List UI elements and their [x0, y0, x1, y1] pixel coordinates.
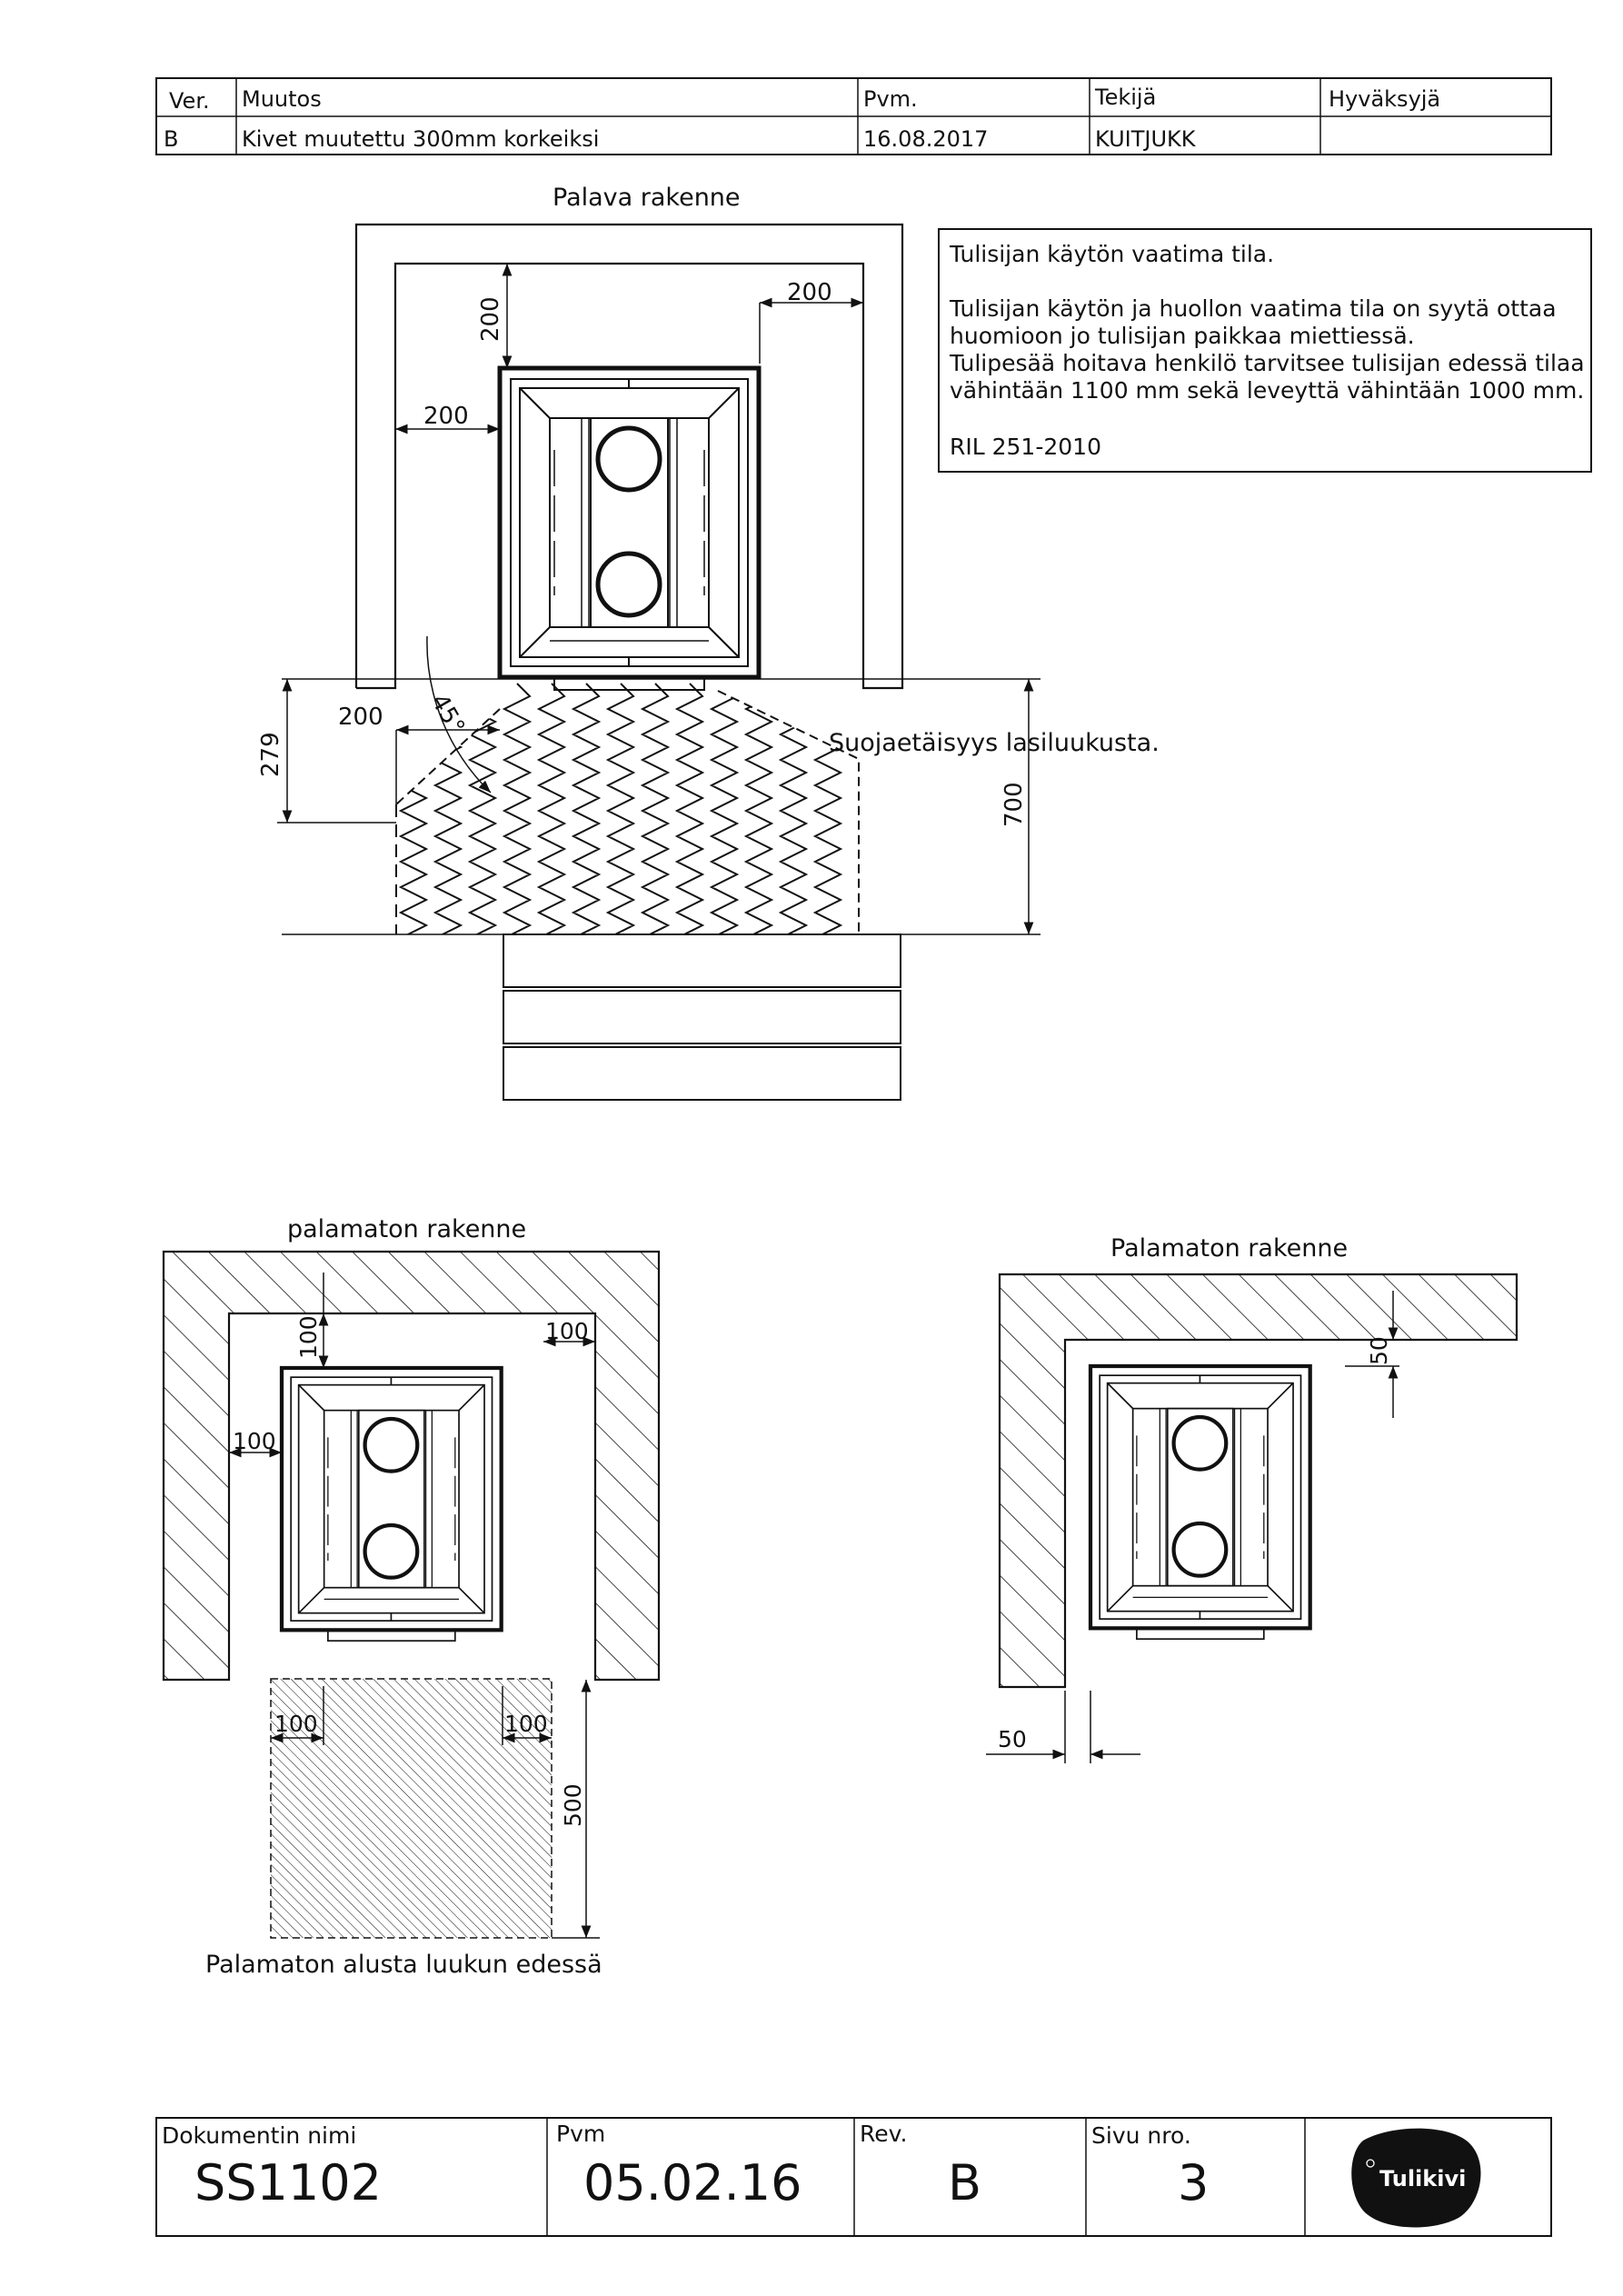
drawing-noncombustible-corner: palamaton rakenne 100 100 100 100 100 50…	[162, 1215, 661, 1979]
stone-row-3	[503, 1046, 901, 1101]
noncombustible-wall-3	[998, 1273, 1518, 1689]
note-title: Tulisijan käytön vaatima tila.	[949, 241, 1274, 267]
drawing-combustible-structure: Palava rakenne 200 200 200 200 279	[257, 184, 1160, 1101]
protection-zone-zigzag	[398, 683, 843, 934]
fireplace-plan-2	[279, 1365, 503, 1642]
date-label: Pvm	[556, 2121, 605, 2147]
angle-45: 45°	[425, 690, 470, 740]
noncombustible-wall-2	[162, 1250, 661, 1682]
noncombustible-label-2: palamaton rakenne	[287, 1215, 526, 1243]
fireplace-plan-1	[497, 365, 762, 691]
dim-700: 700	[1001, 782, 1028, 827]
registered-mark-icon	[1366, 2159, 1375, 2168]
doc-name-value: SS1102	[194, 2154, 382, 2211]
stone-row-2	[503, 990, 901, 1044]
title-block: Dokumentin nimi SS1102 Pvm 05.02.16 Rev.…	[155, 2117, 1552, 2237]
rev-row-author: KUITJUKK	[1095, 126, 1197, 152]
combustible-wall	[354, 223, 904, 690]
note-reference: RIL 251-2010	[950, 434, 1101, 460]
base-label: Palamaton alusta luukun edessä	[205, 1951, 602, 1979]
dim-top-200: 200	[477, 296, 504, 342]
logo-text: Tulikivi	[1379, 2166, 1466, 2191]
rev-row-date: 16.08.2017	[863, 126, 988, 152]
drawing-noncombustible-minimal: Palamaton rakenne 50 50	[986, 1234, 1518, 1763]
dim2-front-right-100: 100	[504, 1711, 548, 1737]
revision-table: Ver. Muutos Pvm. Tekijä Hyväksyjä B Kive…	[155, 77, 1552, 155]
date-value: 05.02.16	[583, 2154, 802, 2211]
rev-value: B	[948, 2154, 981, 2211]
note-box: Tulisijan käytön vaatima tila. Tulisijan…	[938, 228, 1592, 473]
rev-header-ver: Ver.	[169, 88, 210, 114]
combustible-label: Palava rakenne	[553, 184, 741, 212]
angle-arc	[426, 635, 492, 794]
rev-header-author: Tekijä	[1094, 85, 1156, 110]
noncombustible-label-3: Palamaton rakenne	[1110, 1234, 1348, 1263]
note-line-2: huomioon jo tulisijan paikkaa miettiessä…	[950, 323, 1415, 349]
dim2-500: 500	[560, 1783, 586, 1827]
rev-header-date: Pvm.	[863, 86, 918, 112]
dim-right-200: 200	[787, 279, 832, 306]
dim2-front-left-100: 100	[274, 1711, 318, 1737]
stone-row-1	[503, 933, 901, 988]
tulikivi-logo: Tulikivi	[1351, 2128, 1481, 2228]
dim-front-left-200: 200	[338, 704, 383, 731]
noncombustible-base	[270, 1678, 553, 1939]
dim-left-200: 200	[423, 403, 469, 430]
rev-label: Rev.	[860, 2121, 907, 2147]
rev-header-approver: Hyväksyjä	[1329, 86, 1440, 112]
fireplace-plan-3	[1088, 1363, 1312, 1641]
doc-name-label: Dokumentin nimi	[162, 2122, 356, 2149]
dim2-right-100: 100	[545, 1318, 589, 1344]
note-line-4: vähintään 1100 mm sekä leveyttä vähintää…	[950, 377, 1584, 404]
dim3-left-50: 50	[998, 1726, 1027, 1752]
page-label: Sivu nro.	[1091, 2122, 1191, 2149]
rev-row-change: Kivet muutettu 300mm korkeiksi	[242, 126, 599, 152]
page-value: 3	[1178, 2154, 1209, 2211]
dim3-right-50: 50	[1366, 1336, 1392, 1365]
dim2-top-100: 100	[295, 1315, 322, 1359]
dim-279: 279	[257, 732, 284, 777]
protect-label: Suojaetäisyys lasiluukusta.	[829, 729, 1160, 757]
rev-row-ver: B	[164, 126, 178, 152]
note-line-1: Tulisijan käytön ja huollon vaatima tila…	[949, 295, 1557, 322]
note-line-3: Tulipesää hoitava henkilö tarvitsee tuli…	[949, 350, 1585, 376]
rev-header-change: Muutos	[242, 86, 322, 112]
dim2-left-100: 100	[233, 1428, 276, 1454]
